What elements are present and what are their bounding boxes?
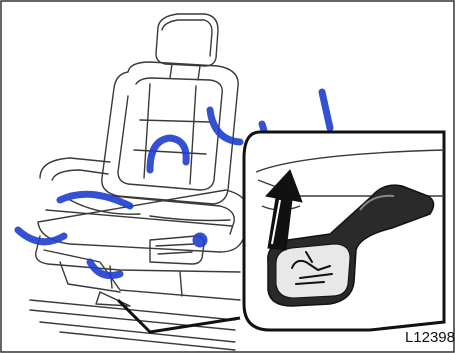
car-seat-illustration [30, 14, 248, 350]
figure-code: L12398 [405, 329, 455, 346]
callout-leader [118, 300, 240, 332]
callout-box [244, 132, 444, 330]
